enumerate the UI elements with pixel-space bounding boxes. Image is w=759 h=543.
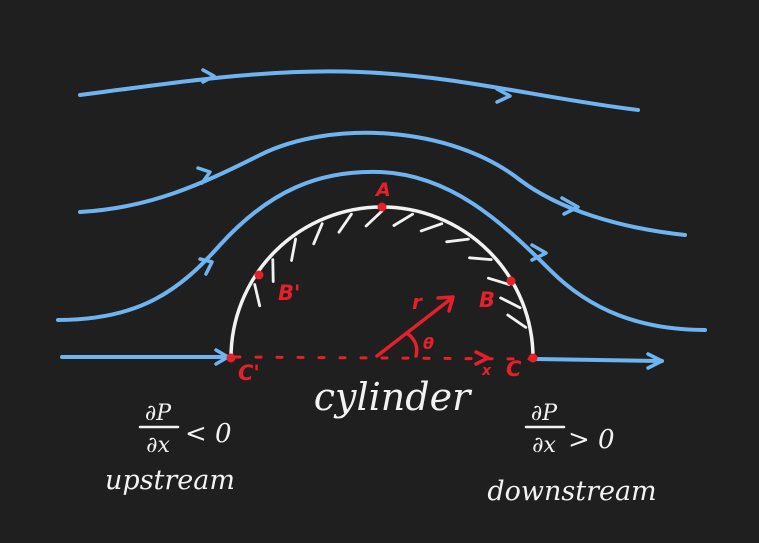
- angle-arc: [406, 332, 419, 358]
- hatch-mark: [253, 283, 262, 308]
- upstream-label: upstream: [105, 465, 235, 496]
- hatch-mark: [486, 276, 511, 286]
- streamline-1: [78, 69, 640, 112]
- hatch-mark: [499, 296, 522, 310]
- downstream-label: downstream: [487, 476, 656, 507]
- point-C: [528, 353, 538, 363]
- downstream-annotation: ∂P ∂x > 0 downstream: [487, 401, 656, 507]
- label-C: C: [506, 357, 522, 381]
- flow-arrow-3a: [198, 257, 214, 276]
- label-B-prime: B': [278, 281, 300, 305]
- hatch-mark: [419, 222, 444, 233]
- hatch-mark: [506, 313, 528, 329]
- label-A: A: [374, 179, 391, 201]
- label-radius: r: [412, 290, 423, 314]
- downstream-numerator: ∂P: [531, 401, 558, 426]
- cylinder-surface: [229, 205, 535, 360]
- upstream-relation: < 0: [185, 419, 232, 449]
- point-C-prime: [226, 353, 236, 363]
- point-A: [377, 202, 387, 212]
- radius-line: [375, 296, 454, 358]
- hatch-mark: [364, 209, 384, 228]
- downstream-relation: > 0: [568, 425, 615, 455]
- label-x: x: [481, 363, 492, 379]
- hatch-mark: [337, 212, 353, 234]
- upstream-denominator: ∂x: [146, 433, 170, 458]
- radius-vector: [375, 295, 490, 366]
- flow-arrow-5: [646, 352, 664, 370]
- upstream-numerator: ∂P: [145, 401, 172, 426]
- point-B: [506, 276, 516, 286]
- flow-arrow-1a: [201, 68, 216, 84]
- streamlines: [56, 69, 707, 363]
- cylinder-hatching: [253, 209, 528, 329]
- flow-arrows: [196, 68, 664, 370]
- cylinder: [229, 205, 535, 360]
- label-C-prime: C': [238, 361, 260, 385]
- point-labels: A B B' C C' r θ x: [238, 179, 522, 385]
- flow-arrow-3b: [530, 243, 548, 262]
- flow-arrow-1b: [495, 87, 512, 104]
- hatch-mark: [445, 237, 470, 244]
- downstream-denominator: ∂x: [532, 433, 556, 458]
- streamline-3: [56, 169, 707, 332]
- surface-points: [226, 202, 538, 363]
- upstream-annotation: ∂P ∂x < 0 upstream: [105, 401, 235, 496]
- flow-arrow-2a: [196, 166, 212, 185]
- label-theta: θ: [423, 334, 434, 353]
- streamline-2: [78, 130, 687, 237]
- hatch-mark: [290, 237, 298, 262]
- point-B-prime: [254, 270, 264, 280]
- streamline-5: [534, 357, 664, 363]
- x-axis-arrowhead: [474, 350, 490, 366]
- centerline: [233, 355, 532, 361]
- label-B: B: [479, 288, 495, 312]
- hatch-mark: [392, 212, 415, 227]
- flow-arrow-2b: [560, 196, 580, 216]
- radius-arrowhead: [436, 295, 455, 313]
- hatch-mark: [312, 222, 324, 246]
- cylinder-label: cylinder: [314, 375, 473, 419]
- hatch-mark: [468, 256, 493, 262]
